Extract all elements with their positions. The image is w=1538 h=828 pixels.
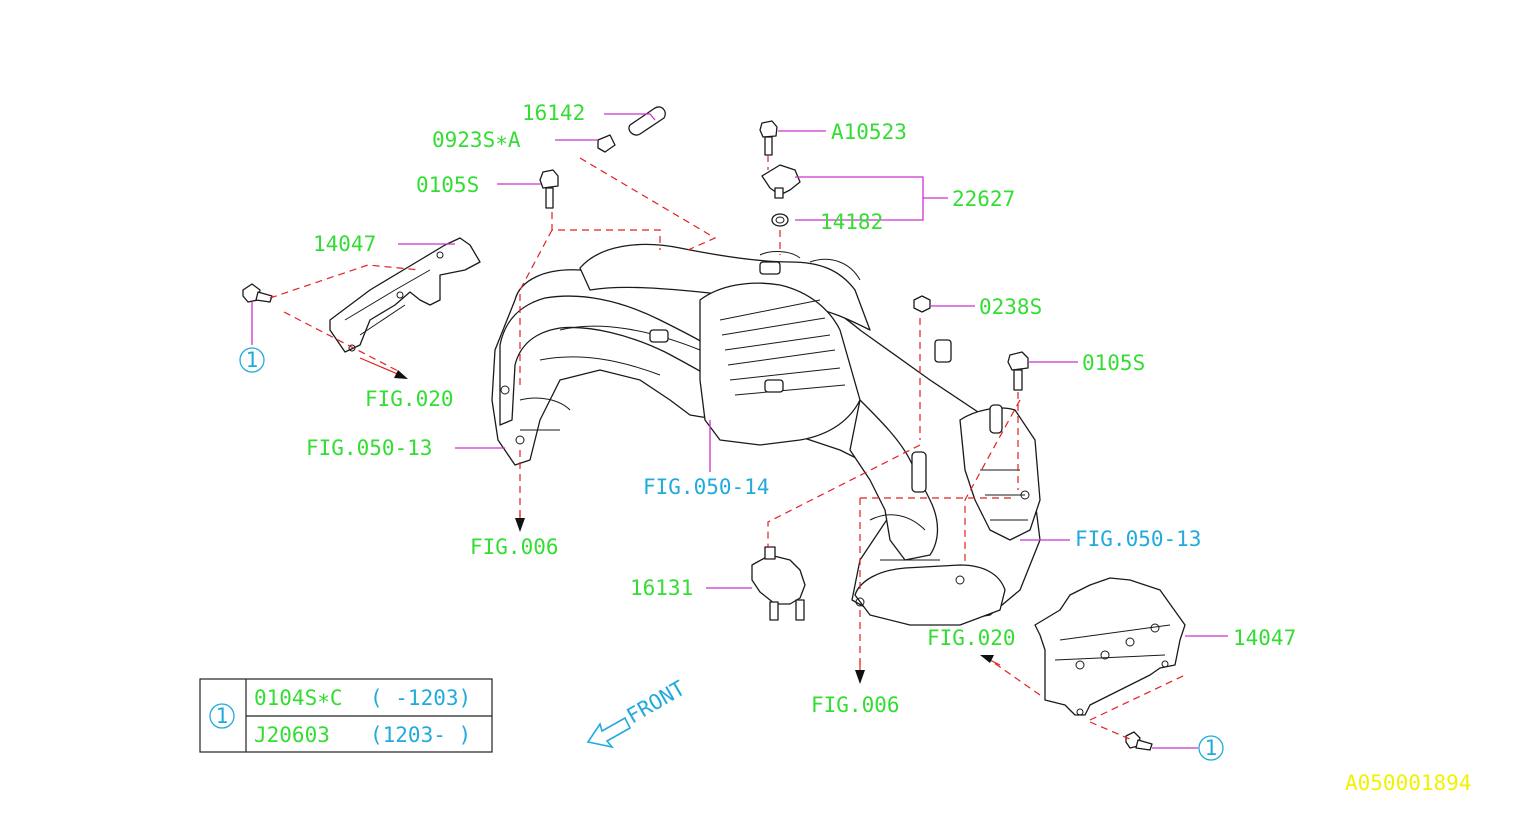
clip-0923s xyxy=(597,134,616,153)
front-label: FRONT xyxy=(623,676,690,729)
label-14047-right[interactable]: 14047 xyxy=(1233,626,1296,650)
legend-row1-part[interactable]: 0104S∗C xyxy=(254,686,343,710)
legend-row2-part[interactable]: J20603 xyxy=(254,723,330,747)
legend-row2-range: (1203- ) xyxy=(370,723,471,747)
label-fig050-13-left[interactable]: FIG.050-13 xyxy=(306,436,432,460)
solenoid-16131 xyxy=(751,546,806,621)
label-fig050-13-right[interactable]: FIG.050-13 xyxy=(1075,527,1201,551)
bolt-right-ref1 xyxy=(1125,731,1153,751)
front-arrow-icon xyxy=(586,716,632,749)
nut-0238s xyxy=(913,295,931,313)
bolt-left-ref1 xyxy=(242,283,273,303)
legend-table: 1 0104S∗C ( -1203) J20603 (1203- ) xyxy=(199,678,493,753)
ref-circle-left-label: 1 xyxy=(246,348,259,372)
bracket-right xyxy=(1034,577,1186,716)
label-fig020-left[interactable]: FIG.020 xyxy=(365,387,454,411)
ref-circle-right: 1 xyxy=(1198,735,1224,761)
hose-16142 xyxy=(628,106,666,136)
legend-ref-label: 1 xyxy=(216,704,229,728)
label-14047-left[interactable]: 14047 xyxy=(313,232,376,256)
label-22627[interactable]: 22627 xyxy=(952,187,1015,211)
label-16131[interactable]: 16131 xyxy=(630,576,693,600)
diagram-id: A050001894 xyxy=(1345,771,1471,795)
front-indicator: FRONT xyxy=(586,676,690,749)
label-fig050-14[interactable]: FIG.050-14 xyxy=(643,475,769,499)
bolt-a10523 xyxy=(759,120,778,156)
label-16142[interactable]: 16142 xyxy=(522,101,585,125)
bracket-left xyxy=(329,237,481,353)
ref-circle-left: 1 xyxy=(239,347,265,373)
legend-row1-range: ( -1203) xyxy=(370,686,471,710)
assembly-lines xyxy=(269,155,1186,741)
bolt-0105s-left xyxy=(539,169,559,209)
intake-manifold xyxy=(491,243,1041,626)
label-0923s-a[interactable]: 0923S∗A xyxy=(432,128,521,152)
bolt-0105s-right xyxy=(1007,351,1029,391)
label-0105s-left[interactable]: 0105S xyxy=(416,173,479,197)
label-0238s[interactable]: 0238S xyxy=(979,295,1042,319)
label-a10523[interactable]: A10523 xyxy=(831,120,907,144)
label-fig020-right[interactable]: FIG.020 xyxy=(927,626,1016,650)
ref-circle-right-label: 1 xyxy=(1205,736,1218,760)
label-0105s-right[interactable]: 0105S xyxy=(1082,351,1145,375)
label-14182[interactable]: 14182 xyxy=(820,210,883,234)
sensor-22627 xyxy=(761,164,801,199)
leader-lines xyxy=(251,113,1228,749)
oring-14182 xyxy=(771,213,789,227)
label-fig006-right[interactable]: FIG.006 xyxy=(811,693,900,717)
label-fig006-left[interactable]: FIG.006 xyxy=(470,535,559,559)
figure-arrows xyxy=(359,357,1001,684)
